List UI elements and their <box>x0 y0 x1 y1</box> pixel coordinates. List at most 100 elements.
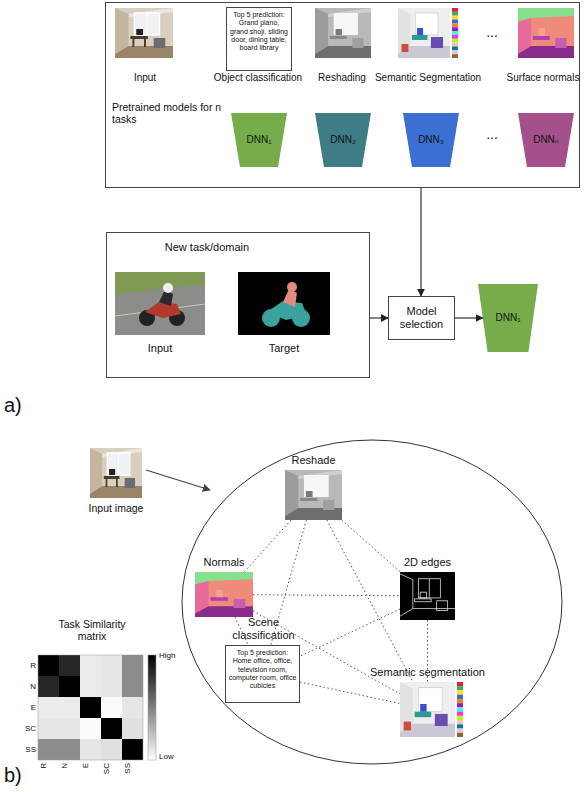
image-caption: Surface normals <box>503 72 583 84</box>
panel-label: b) <box>4 764 44 787</box>
similarity-matrix <box>59 718 80 739</box>
task-image: Normals <box>195 572 253 617</box>
node-body: Top 5 prediction: Home office, office, t… <box>228 649 297 690</box>
similarity-link <box>253 595 400 596</box>
segmentation-image <box>452 8 458 58</box>
similarity-matrix <box>80 655 101 676</box>
new-task-box: New task/domain <box>106 232 370 378</box>
target-mask <box>287 282 297 292</box>
segmentation-image <box>400 682 455 737</box>
axis-label: SS <box>123 763 132 774</box>
similarity-matrix <box>122 718 143 739</box>
similarity-link <box>253 611 400 694</box>
node-heading: DNNₙ <box>518 113 574 167</box>
node-heading: Normals <box>165 556 283 569</box>
axis-label: E <box>81 763 90 768</box>
similarity-link <box>235 617 249 645</box>
network-trapezoid: DNN₃ <box>403 113 459 167</box>
node-heading: Top 5 prediction: Grand piano, grand sho… <box>229 11 289 52</box>
scale-label: High <box>159 651 189 660</box>
similarity-matrix <box>101 655 122 676</box>
similarity-link <box>300 609 400 656</box>
model-selection-box: Model selection <box>388 296 455 340</box>
network-trapezoid: DNNₙ <box>518 113 574 167</box>
similarity-matrix <box>38 676 59 697</box>
trapezoid-fill <box>315 113 371 167</box>
node-heading: New task/domain <box>127 241 287 254</box>
similarity-link <box>271 520 307 645</box>
node-heading: Reshade <box>255 454 372 467</box>
task-image: Reshade <box>285 470 342 520</box>
image-caption: Target <box>254 342 314 355</box>
similarity-matrix <box>38 739 59 760</box>
color-bar <box>148 655 156 760</box>
trapezoid-fill <box>518 113 574 167</box>
similarity-matrix <box>80 718 101 739</box>
similarity-matrix <box>101 718 122 739</box>
normals-image <box>195 572 253 617</box>
connector-group <box>235 188 483 704</box>
similarity-matrix <box>38 697 59 718</box>
axis-label: N <box>12 682 36 691</box>
axis-label: SC <box>102 763 111 774</box>
scene-classification-box: Scene classificationTop 5 prediction: Ho… <box>225 645 300 703</box>
color-bar <box>148 655 156 760</box>
similarity-matrix <box>122 739 143 760</box>
segmentation-image <box>398 8 463 737</box>
reshading-image <box>285 470 342 520</box>
ellipsis: ... <box>477 126 507 142</box>
segmentation-image <box>457 682 463 737</box>
node-heading: Semantic segmentation <box>360 666 495 679</box>
similarity-matrix <box>38 718 59 739</box>
node-heading: DNN₂ <box>315 113 371 167</box>
target-mask <box>283 289 297 307</box>
segmentation-image <box>398 8 450 58</box>
network-trapezoid: DNN₂ <box>315 113 371 167</box>
axis-label: R <box>12 661 36 670</box>
motorbike-photo <box>163 283 173 293</box>
similarity-matrix <box>59 739 80 760</box>
trapezoid-fill <box>478 284 538 352</box>
ellipsis: ... <box>477 24 507 40</box>
similarity-matrix <box>80 697 101 718</box>
node-heading: Pretrained models for n tasks <box>112 101 232 125</box>
similarity-link <box>327 520 413 682</box>
similarity-matrix <box>101 697 122 718</box>
image-caption: Reshading <box>302 72 382 84</box>
node-heading: DNN₁ <box>231 113 287 167</box>
network-trapezoid: DNN₁ <box>478 284 538 352</box>
normals-image <box>195 8 574 617</box>
similarity-link <box>244 520 291 572</box>
pretrained-panel: Pretrained models for n tasks Top 5 predi… <box>105 2 580 188</box>
target-mask <box>238 272 330 335</box>
axis-label: SC <box>12 724 36 733</box>
axis-label: N <box>60 763 69 769</box>
similarity-matrix <box>59 697 80 718</box>
image-caption: Semantic Segmentation <box>368 72 488 84</box>
arrow-connector <box>455 317 483 318</box>
similarity-link <box>342 520 401 572</box>
arrow-connector <box>420 188 421 296</box>
similarity-matrix <box>80 676 101 697</box>
similarity-link <box>427 620 428 682</box>
motorbike-photo <box>145 302 181 318</box>
edges-image <box>400 572 455 620</box>
motorbike-photo <box>115 272 205 335</box>
prediction-box: Top 5 prediction: Grand piano, grand sho… <box>226 7 292 71</box>
node-heading: DNN₁ <box>478 284 538 352</box>
node-heading: Model selection <box>389 297 454 339</box>
input-arrow <box>146 470 210 490</box>
similarity-matrix <box>59 676 80 697</box>
axis-label: SS <box>12 745 36 754</box>
edges-image <box>400 572 455 620</box>
similarity-matrix <box>122 655 143 676</box>
arrow-connector <box>370 317 388 318</box>
similarity-matrix <box>101 739 122 760</box>
room-photo <box>90 8 173 498</box>
reshading-image <box>315 8 371 58</box>
panel-label: a) <box>4 394 44 417</box>
room-photo <box>90 448 142 498</box>
axis-label: R <box>39 763 48 769</box>
task-circle <box>182 440 562 764</box>
input-arrow <box>146 470 210 490</box>
